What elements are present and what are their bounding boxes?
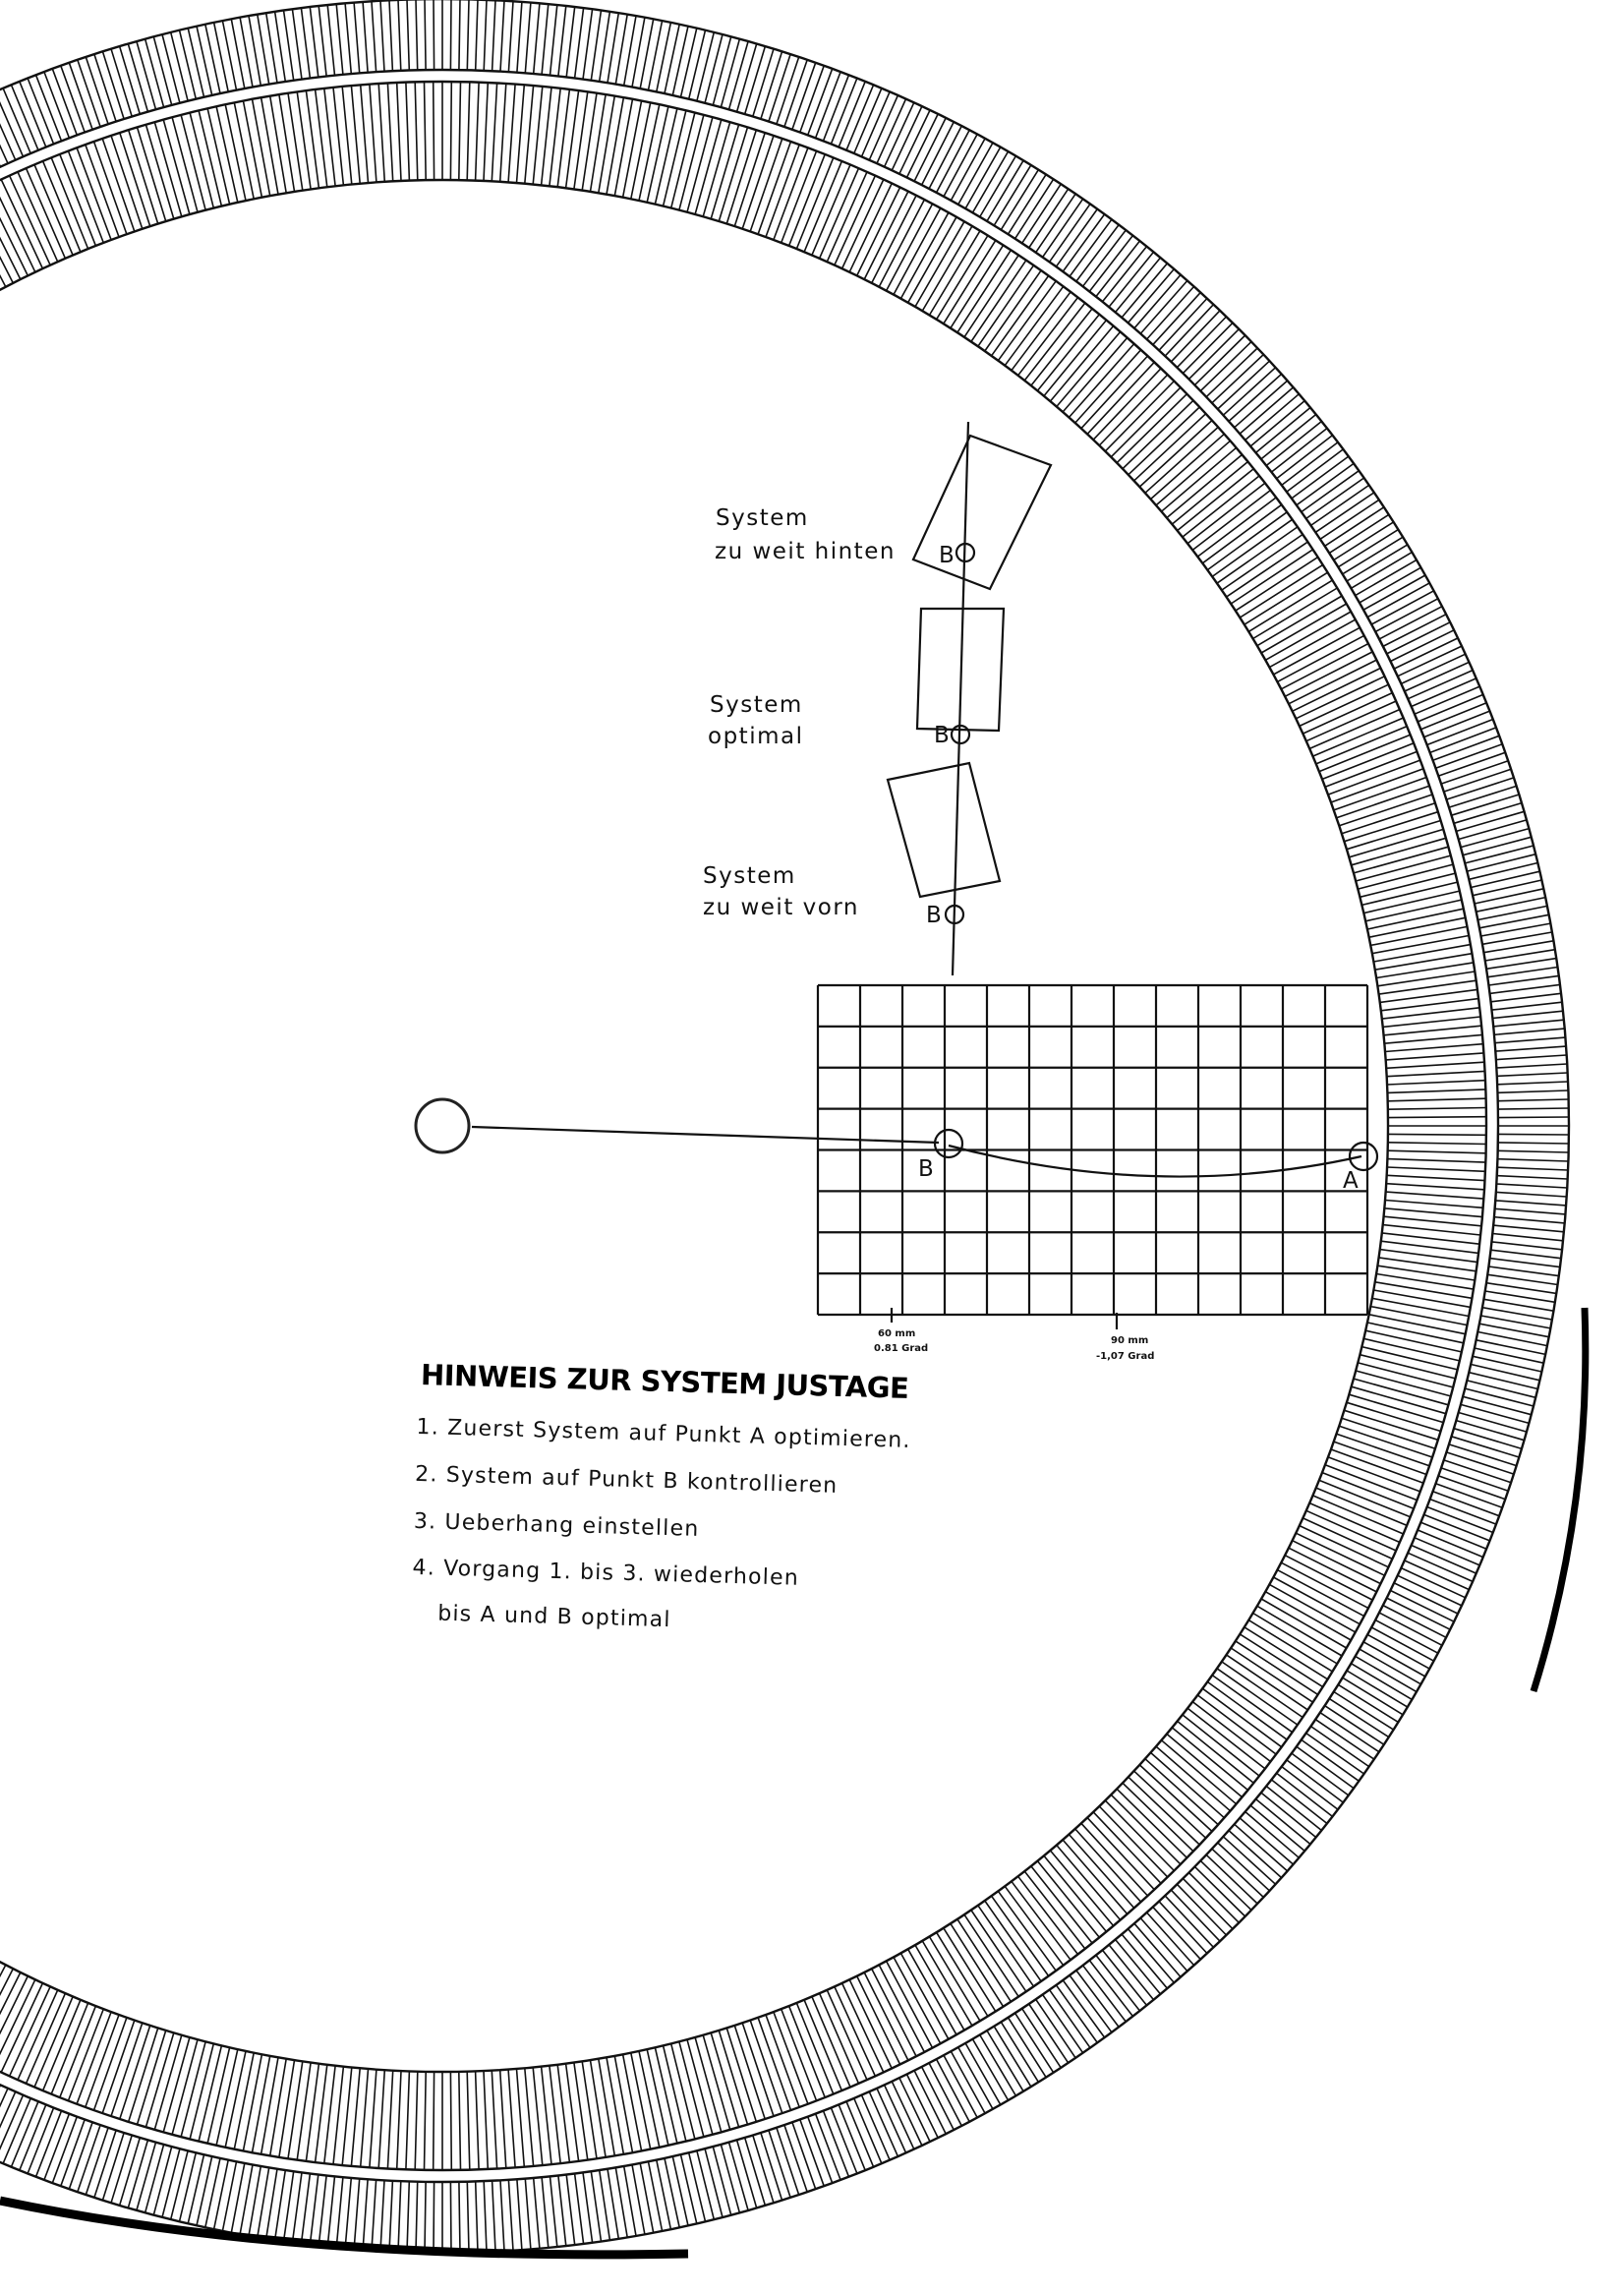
cartridge-label-2: zu weit hinten xyxy=(715,539,896,564)
cartridge-label-2: optimal xyxy=(708,724,803,749)
instruction-step: 4. Vorgang 1. bis 3. wiederholen xyxy=(412,1556,799,1591)
bottom-edge-shadow xyxy=(0,2196,689,2260)
point-b-label: B xyxy=(926,903,943,928)
cartridge-label-1: System xyxy=(716,505,809,531)
alignment-grid xyxy=(816,983,1369,1317)
ring-edge xyxy=(0,81,1487,2171)
tick-distance: 90 mm xyxy=(1111,1335,1148,1346)
ring-edge xyxy=(0,69,1499,2183)
ring-edge xyxy=(0,0,1570,2254)
spindle-hole xyxy=(414,1097,471,1154)
tick-distance: 60 mm xyxy=(878,1328,915,1339)
outer-edge-shadow xyxy=(1530,1307,1590,1693)
instruction-step: 1. Zuerst System auf Punkt A optimieren. xyxy=(416,1415,911,1453)
cartridge-label-1: System xyxy=(703,863,796,889)
tick-angle: -1,07 Grad xyxy=(1096,1351,1154,1362)
tick-angle: 0.81 Grad xyxy=(874,1343,928,1354)
point-b-label: B xyxy=(934,723,951,748)
tonearm-axis xyxy=(951,421,970,976)
cartridge-label-1: System xyxy=(710,692,803,718)
instruction-step: 2. System auf Punkt B kontrollieren xyxy=(415,1462,839,1499)
point-b-marker xyxy=(933,1128,964,1159)
cartridge-label-2: zu weit vorn xyxy=(703,895,859,920)
cartridge-optimal: B System optimal xyxy=(708,607,1006,749)
pivot-line xyxy=(471,1125,940,1145)
instruction-step: 3. Ueberhang einstellen xyxy=(414,1509,700,1542)
instructions-title: HINWEIS ZUR SYSTEM JUSTAGE xyxy=(421,1358,910,1405)
instructions: HINWEIS ZUR SYSTEM JUSTAGE 1. Zuerst Sys… xyxy=(412,1358,911,1633)
point-a-marker xyxy=(1348,1141,1379,1172)
cartridge-too-far-forward: B System zu weit vorn xyxy=(703,761,1002,928)
cartridge-too-far-back: B System zu weit hinten xyxy=(715,434,1053,591)
arc-b-to-a xyxy=(948,1144,1362,1178)
hatched-record-rings xyxy=(0,0,1570,2254)
grid-point-a-label: A xyxy=(1343,1168,1360,1194)
grid-point-b-label: B xyxy=(918,1156,935,1182)
ring-hatching xyxy=(0,0,1570,2254)
ring-hatching xyxy=(0,81,1487,2171)
point-b-label: B xyxy=(939,543,955,568)
ring-edge xyxy=(0,179,1389,2073)
instruction-step: bis A und B optimal xyxy=(437,1602,671,1633)
